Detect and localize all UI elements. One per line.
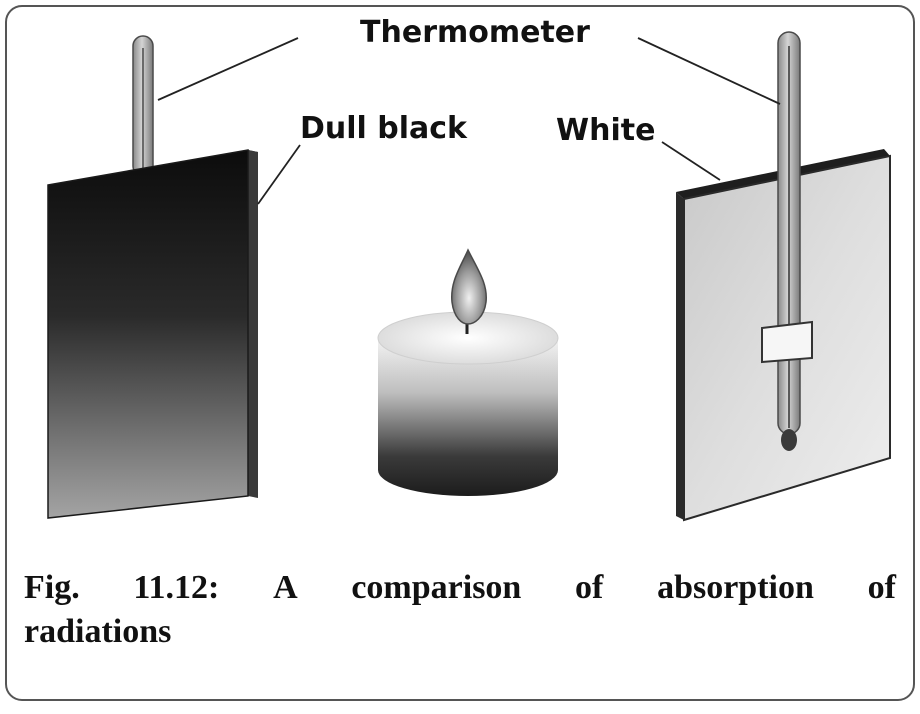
caption-word: of [867, 569, 896, 606]
caption-line-2: radiations [24, 613, 172, 650]
caption-word: 11.12: [133, 569, 220, 606]
label-thermometer: Thermometer [360, 15, 590, 50]
flame-icon [451, 248, 487, 325]
leader-line-thermometer-left [157, 37, 299, 101]
candle-icon [377, 248, 559, 496]
leader-line-white [661, 141, 721, 181]
label-white: White [556, 113, 655, 148]
leader-line-dull-black [257, 144, 301, 205]
caption-line-1: Fig. 11.12: A comparison of absorption o… [24, 566, 896, 610]
figure-caption: Fig. 11.12: A comparison of absorption o… [24, 566, 896, 654]
caption-word: of [575, 569, 604, 606]
right-thermometer [761, 31, 813, 451]
caption-word: A [273, 569, 298, 606]
dull-black-plate [47, 149, 258, 519]
tape-strip [761, 320, 813, 364]
leader-line-thermometer-right [637, 37, 781, 105]
caption-word: comparison [351, 569, 522, 606]
label-dull-black: Dull black [300, 111, 468, 146]
caption-word: Fig. [24, 569, 80, 606]
caption-word: absorption [657, 569, 814, 606]
left-thermometer [132, 35, 154, 177]
